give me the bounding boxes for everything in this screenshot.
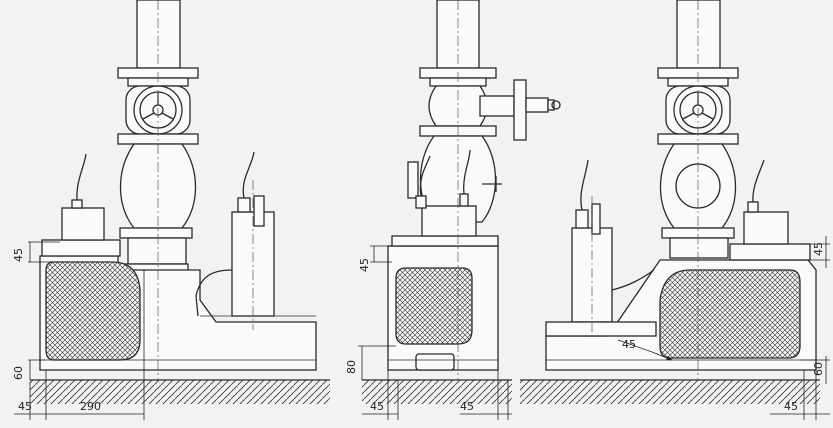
- middle-control-box: [421, 205, 477, 237]
- middle-ground-hatch: [362, 380, 512, 404]
- gate-valve-handwheel-icon: [547, 99, 561, 111]
- middle-control-base: [391, 235, 499, 247]
- middle-dim-vertical-bottom: 80: [345, 345, 396, 380]
- right-view: 45 60 45 45: [520, 0, 830, 420]
- middle-side-handle: [407, 161, 419, 199]
- middle-dim-top-label: 45: [358, 258, 371, 272]
- middle-check-valve: [419, 135, 497, 223]
- left-pump-motor: [231, 211, 275, 317]
- middle-cable-b: [463, 149, 471, 195]
- left-tank-screen: [45, 261, 141, 361]
- middle-tank-screen: [395, 267, 473, 345]
- middle-valve-stem: [525, 97, 549, 113]
- left-dim-bottom-label: 60: [12, 366, 25, 380]
- middle-valve-stem-housing: [479, 95, 515, 117]
- left-pump-handle: [253, 195, 265, 227]
- left-dim-top-label: 45: [12, 248, 25, 262]
- middle-dim-horizontal: 45 45: [362, 370, 512, 420]
- left-ground-hatch: [30, 380, 330, 404]
- right-pump-gland: [575, 209, 589, 229]
- right-dim-horizontal: 45: [770, 370, 830, 420]
- right-control-gland: [747, 201, 759, 213]
- middle-control-gland: [459, 193, 469, 207]
- left-dim-horizontal: 45 290: [14, 270, 145, 420]
- right-dim-bottom-label: 60: [812, 362, 825, 376]
- right-dim-right-label: 45: [784, 400, 798, 413]
- right-ground-hatch: [520, 380, 820, 404]
- right-pump-plate: [545, 321, 657, 337]
- left-pump-cable: [242, 151, 255, 199]
- middle-valve-bonnet: [513, 79, 527, 141]
- right-dim-top-label: 45: [812, 242, 825, 256]
- right-tank-screen: [659, 269, 801, 359]
- middle-dim-left-label: 45: [370, 400, 384, 413]
- right-control-base: [729, 243, 811, 261]
- middle-dim-right-label: 45: [460, 400, 474, 413]
- right-inlet-stub: [669, 237, 729, 259]
- middle-left-gland: [415, 195, 427, 209]
- left-dim-vertical-top: 45: [12, 241, 60, 263]
- right-control-box: [743, 211, 789, 245]
- right-dim-diagonal-label: 45: [622, 338, 636, 351]
- left-control-box: [61, 207, 105, 241]
- right-control-cable: [752, 159, 765, 203]
- left-inlet-stub: [127, 237, 187, 265]
- left-pump-gland: [237, 197, 251, 213]
- right-connect-pipe: [611, 269, 655, 291]
- right-dim-diagonal: 45: [617, 338, 673, 361]
- middle-dim-vertical-top: 45: [358, 245, 392, 272]
- right-dim-vertical-top: 45: [800, 236, 830, 268]
- left-check-flange: [119, 227, 193, 239]
- right-dim-vertical-bottom: 60: [800, 356, 830, 384]
- right-pump-cable: [580, 159, 589, 211]
- left-dim-vertical-bottom: 60: [12, 359, 46, 380]
- middle-view: 45 80 45 45: [345, 0, 561, 420]
- left-view: 45 60 45 290: [12, 0, 330, 420]
- left-cable-gland: [71, 199, 83, 209]
- left-discharge-pipe: [136, 0, 181, 69]
- left-dim-offset-label: 45: [18, 400, 32, 413]
- middle-dim-bottom-label: 80: [345, 360, 358, 374]
- right-pump-handle: [591, 203, 601, 235]
- left-connect-pipe: [195, 269, 233, 317]
- middle-cable-a: [419, 155, 431, 197]
- middle-inspection-port: [415, 353, 455, 371]
- left-cable: [76, 153, 87, 201]
- left-dim-main-label: 290: [80, 400, 101, 413]
- right-discharge-pipe: [676, 0, 721, 69]
- middle-check-lever: [482, 176, 502, 192]
